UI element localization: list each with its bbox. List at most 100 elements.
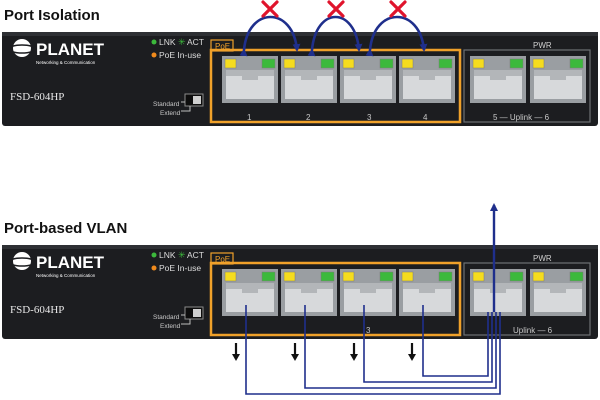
legend-poe: PoE In-use — [159, 50, 201, 60]
port-led-left — [342, 58, 355, 69]
port-led-right — [320, 271, 335, 282]
port-socket-shadow — [344, 70, 392, 80]
port-number-label: 1 — [247, 113, 252, 122]
poe-tag: PoE — [215, 255, 230, 264]
legend-act: ACT — [187, 250, 204, 260]
poe-tag: PoE — [215, 42, 230, 51]
planet-logo-icon — [13, 39, 31, 57]
blocked-traffic-arrow — [307, 15, 363, 57]
uplink-ports-frame — [463, 49, 591, 123]
port-led-left — [342, 271, 355, 282]
port-led-left — [224, 271, 237, 282]
model-name: FSD-604HP — [10, 304, 64, 316]
planet-logo-ring — [8, 257, 36, 267]
mode-extend-label: Extend — [160, 323, 181, 330]
vlan-path-port4 — [422, 305, 489, 377]
planet-logo-icon — [13, 252, 31, 270]
port-led-right — [509, 271, 524, 282]
mode-dip-knob — [193, 96, 201, 104]
port-led-right — [320, 58, 335, 69]
legend-poe: PoE In-use — [159, 263, 201, 273]
mode-dip-knob — [193, 309, 201, 317]
port-socket-shadow — [403, 283, 451, 293]
blocked-traffic-arrow — [239, 15, 301, 57]
port-led-left — [283, 58, 296, 69]
port-led-right — [569, 271, 584, 282]
port-socket-shadow — [474, 283, 522, 293]
poe-led-icon — [151, 52, 157, 58]
port-led-right — [379, 271, 394, 282]
poe-ports-frame — [209, 261, 462, 337]
port-socket-shadow — [226, 283, 274, 293]
blocked-traffic-arrow — [365, 15, 428, 57]
port-led-left — [224, 58, 237, 69]
blocked-x-icon — [261, 0, 279, 18]
mode-extend-label: Extend — [160, 110, 181, 117]
brand-tagline: Networking & Communication — [36, 273, 96, 278]
down-arrow-head — [408, 354, 416, 361]
port-led-right — [509, 58, 524, 69]
down-arrow-head — [291, 354, 299, 361]
port-led-right — [438, 271, 453, 282]
port-socket-shadow — [403, 70, 451, 80]
port-socket-shadow — [285, 283, 333, 293]
act-led-icon: ✳ — [178, 250, 186, 260]
port-number-label: 4 — [423, 113, 428, 122]
mode-connector-lines — [181, 314, 191, 325]
pwr-label: PWR — [533, 254, 552, 263]
lnk-led-icon — [151, 252, 157, 258]
poe-tag-box — [210, 39, 234, 52]
model-name: FSD-604HP — [10, 91, 64, 103]
brand-name: PLANET — [36, 253, 105, 272]
legend-lnk: LNK — [159, 250, 176, 260]
port-socket-shadow — [534, 283, 582, 293]
blocked-x-icon — [389, 0, 407, 18]
brand-name: PLANET — [36, 40, 105, 59]
port-led-left — [283, 271, 296, 282]
uplink-label: Uplink — 6 — [513, 326, 553, 335]
section-title-port-based-vlan: Port-based VLAN — [4, 220, 128, 237]
blocked-x-icon — [327, 0, 345, 18]
port-led-left — [401, 271, 414, 282]
uplink-ports-frame — [463, 262, 591, 336]
vlan-path-port1 — [245, 305, 501, 395]
port-number-label: 3 — [367, 113, 372, 122]
legend-lnk: LNK — [159, 37, 176, 47]
mode-standard-label: Standard — [153, 314, 180, 321]
port-led-right — [438, 58, 453, 69]
vlan-path-port2 — [304, 305, 497, 389]
chassis-top-edge — [2, 32, 598, 36]
port-led-left — [472, 58, 485, 69]
poe-led-icon — [151, 265, 157, 271]
mode-standard-label: Standard — [153, 101, 180, 108]
poe-tag-box — [210, 252, 234, 265]
legend-act: ACT — [187, 37, 204, 47]
port-led-right — [569, 58, 584, 69]
port-number-label: 2 — [306, 113, 311, 122]
section-title-port-isolation: Port Isolation — [4, 7, 100, 24]
down-arrow-head — [350, 354, 358, 361]
planet-logo-ring — [8, 44, 36, 54]
port-led-right — [261, 271, 276, 282]
vlan-arrows — [232, 203, 501, 395]
act-led-icon: ✳ — [178, 37, 186, 47]
port-socket-shadow — [285, 70, 333, 80]
port-number-label: 3 — [366, 326, 371, 335]
port-led-left — [472, 271, 485, 282]
pwr-label: PWR — [533, 41, 552, 50]
port-socket-shadow — [474, 70, 522, 80]
port-socket-shadow — [344, 283, 392, 293]
port-led-left — [532, 58, 545, 69]
port-led-right — [261, 58, 276, 69]
chassis-top-edge — [2, 245, 598, 249]
uplink-label: 5 — Uplink — 6 — [493, 113, 550, 122]
port-socket-shadow — [534, 70, 582, 80]
lnk-led-icon — [151, 39, 157, 45]
port-led-left — [532, 271, 545, 282]
brand-tagline: Networking & Communication — [36, 60, 96, 65]
port-socket-shadow — [226, 70, 274, 80]
down-arrow-head — [232, 354, 240, 361]
